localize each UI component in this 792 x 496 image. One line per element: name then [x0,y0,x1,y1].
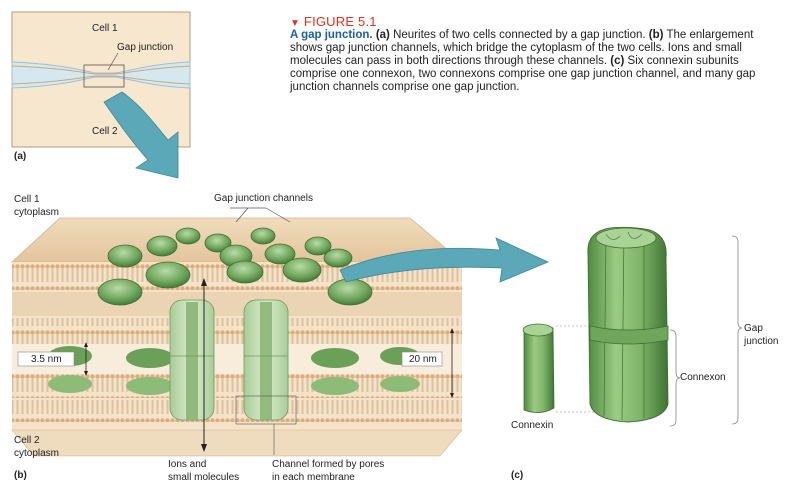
channel-2 [243,299,289,421]
zoom-arrow-b-to-c [339,237,549,283]
cell1-cytoplasm-line1: Cell 1 [14,194,40,205]
figure-title-text: FIGURE 5.1 [303,14,377,29]
gap-junction-channels-label: Gap junction channels [214,193,313,204]
zoom-box [83,64,125,88]
cell1-cytoplasm-line2: cytoplasm [14,207,60,218]
connexon-label: Connexon [680,372,726,383]
connexon-bracket [669,329,681,427]
cell1-label-a: Cell 1 [92,23,118,34]
surface-connexons [97,227,373,306]
neurite-gap [11,61,191,89]
caption-text: A gap junction. (a) Neurites of two cell… [290,29,770,94]
gap-domes [48,346,420,395]
gap-junction-label-c-line2: junction [744,336,779,347]
ions-label-line1: Ions and [168,459,207,470]
channel-label-line2: in each membrane [272,472,355,483]
zoom-arrow-a-to-b [103,91,179,179]
gap-junction-bracket [731,235,743,425]
caption-part-a: Neurites of two cells connected by a gap… [389,29,649,41]
connexin-subunit [522,323,555,413]
gap-junction-channel [587,226,669,423]
caption-tag-c: (c) [610,55,625,67]
cell2-cytoplasm-line1: Cell 2 [14,435,40,446]
figure-title: ▼ FIGURE 5.1 [290,14,770,29]
triangle-marker-icon: ▼ [290,18,301,29]
gap-width-label: 3.5 nm [31,354,62,365]
caption-heading: A gap junction. [290,29,373,41]
gap-junction-label-c-line1: Gap [744,323,763,334]
panel-a-tag: (a) [14,151,27,162]
caption-tag-a: (a) [375,29,390,41]
connexin-label: Connexin [511,420,554,431]
ions-label-line2: small molecules [168,472,240,483]
panel-c-tag: (c) [511,470,524,481]
caption-tag-b: (b) [648,29,664,41]
upper-bilayer-inner [12,318,462,344]
membrane-width-label: 20 nm [409,354,437,365]
figure-caption: ▼ FIGURE 5.1 A gap junction. (a) Neurite… [290,14,770,94]
lower-bilayer-inner [12,400,462,422]
panel-b-tag: (b) [14,470,27,481]
cell2-cytoplasm-line2: cytoplasm [14,448,60,459]
caption-part-b: The enlargement shows gap junction chann… [290,29,754,67]
channel-1 [169,299,215,421]
channel-label-line1: Channel formed by pores [272,459,385,470]
caption-part-c: Six connexin subunits comprise one conne… [290,55,756,93]
cell2-label-a: Cell 2 [92,126,118,137]
gap-junction-label-a: Gap junction [117,42,174,53]
